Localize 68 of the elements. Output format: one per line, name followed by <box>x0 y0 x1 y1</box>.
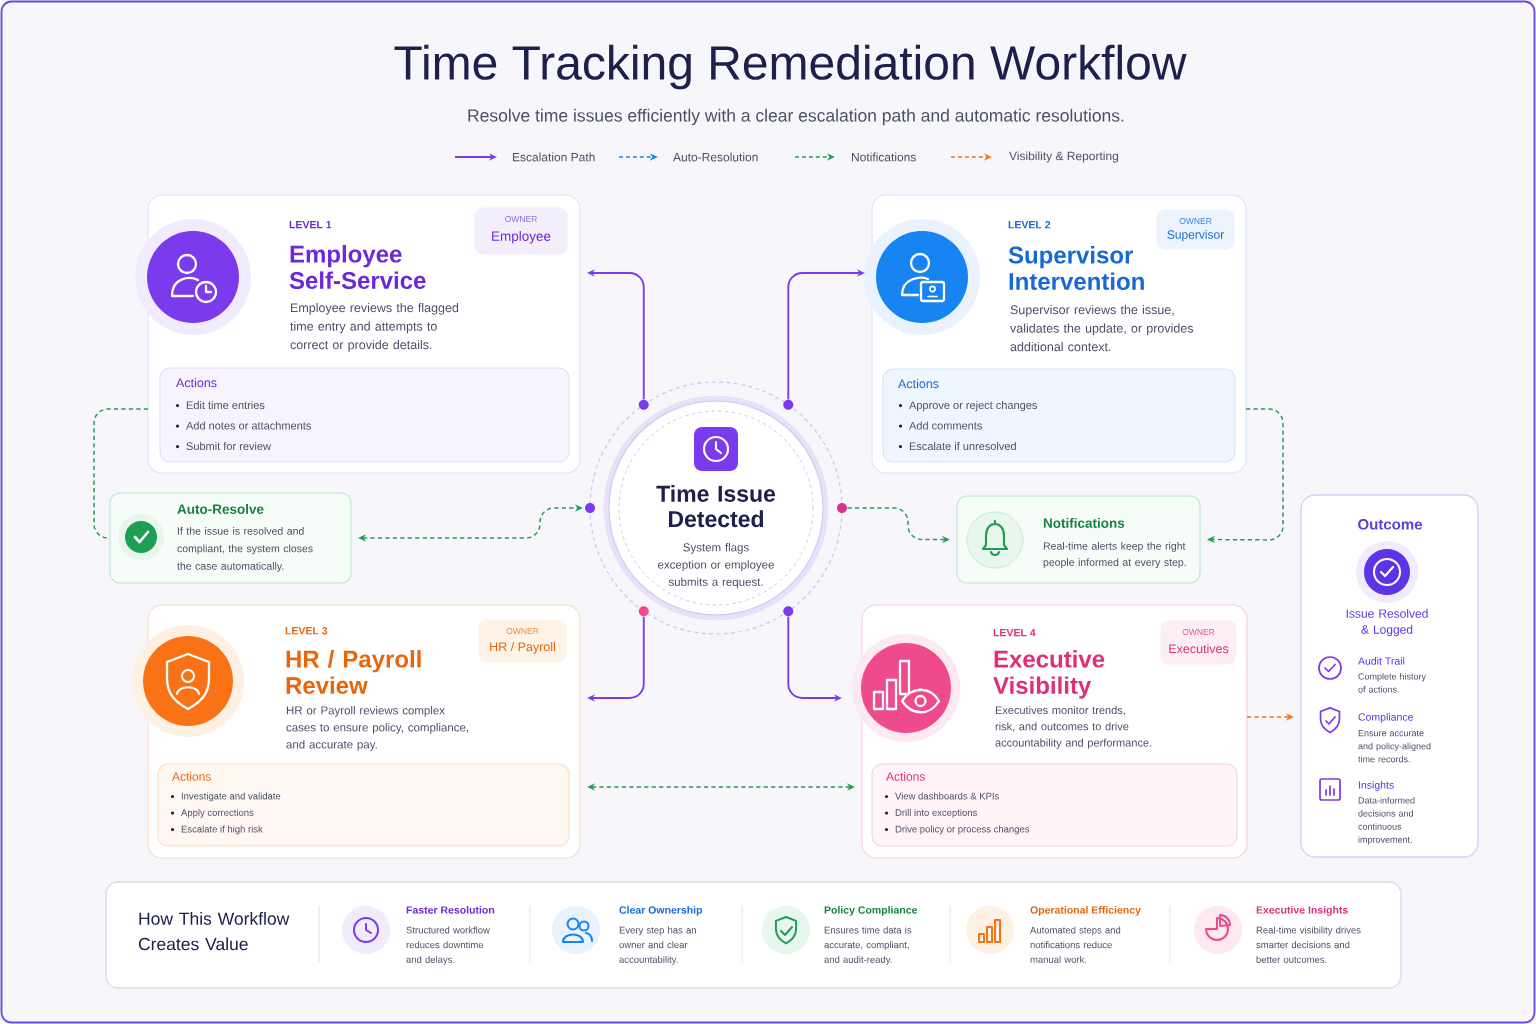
card-description: Supervisor reviews the issue, validates the update, or provides additional context. <box>1010 305 1194 352</box>
info-title: Notifications <box>1043 518 1125 528</box>
owner-badge: OWNER Supervisor <box>1156 209 1235 250</box>
action-item: Drill into exceptions <box>895 809 977 818</box>
level-label: LEVEL 2 <box>1008 221 1051 229</box>
owner-badge: OWNER Executives <box>1160 620 1237 665</box>
card-title: HR / Payroll Review <box>286 650 421 694</box>
arrow <box>787 269 865 401</box>
legend-label: Notifications <box>852 152 916 162</box>
legend-label: Visibility & Reporting <box>1009 151 1119 163</box>
action-item: Edit time entries <box>186 401 265 410</box>
card-description: Executives monitor trends, risk, and outcomes to drive accountability and performance. <box>995 706 1152 749</box>
action-item: Investigate and validate <box>181 792 281 802</box>
subtitle: Resolve time issues efficiently with a clear escalation path and automatic resolutions. <box>468 108 1124 126</box>
info-text: If the issue is resolved and compliant, the system closes the case automatically. <box>177 527 313 572</box>
info-title: Auto-Resolve <box>177 504 264 514</box>
item-title: Executive Insights <box>1256 906 1348 916</box>
level-label: LEVEL 4 <box>993 629 1036 637</box>
card-title: Executive Visibility <box>993 650 1105 699</box>
info-text: Real-time alerts keep the right people informed at every step. <box>1043 542 1186 569</box>
card-description: HR or Payroll reviews complex cases to ensure policy, compliance, and accurate pay. <box>286 706 469 751</box>
item-text: Automated steps and notifications reduce manual work. <box>1030 926 1121 963</box>
item-title: Compliance <box>1358 713 1413 723</box>
owner-badge: OWNER Employee <box>474 207 568 255</box>
item-text: Real-time visibility drives smarter decisions and better outcomes. <box>1256 926 1361 963</box>
banner-heading: How This Workflow Creates Value <box>138 912 290 951</box>
center-title: Time Issue Detected <box>656 485 776 528</box>
item-title: Faster Resolution <box>406 906 495 914</box>
panel-heading: Actions <box>172 772 211 781</box>
item-text: Complete history of actions. <box>1358 673 1426 693</box>
item-title: Operational Efficiency <box>1030 906 1141 916</box>
level-label: LEVEL 3 <box>285 627 328 635</box>
item-text: Data-informed decisions and continuous improvement. <box>1358 797 1415 845</box>
level-label: LEVEL 1 <box>289 221 332 229</box>
action-item: View dashboards & KPIs <box>895 792 999 800</box>
card-title: Supervisor Intervention <box>1008 246 1144 290</box>
panel-heading: Actions <box>176 378 217 388</box>
item-title: Policy Compliance <box>824 906 918 916</box>
action-item: Approve or reject changes <box>909 401 1037 412</box>
card-description: Employee reviews the flagged time entry and attempts to correct or provide details. <box>290 303 459 352</box>
double-arrow <box>358 504 583 542</box>
item-text: Every step has an owner and clear accountability. <box>619 926 696 965</box>
page-title: Time Tracking Remediation Workflow <box>394 44 1187 90</box>
panel-heading: Actions <box>886 772 925 781</box>
arrow <box>587 615 645 702</box>
item-title: Clear Ownership <box>619 906 703 916</box>
item-text: Structured workflow reduces downtime and delays. <box>406 926 490 965</box>
action-item: Drive policy or process changes <box>895 825 1030 835</box>
action-item: Escalate if unresolved <box>909 442 1016 451</box>
action-item: Add notes or attachments <box>186 421 311 430</box>
panel-heading: Actions <box>898 379 939 389</box>
action-item: Add comments <box>909 421 982 430</box>
double-arrow <box>587 783 855 791</box>
card-title: Employee Self-Service <box>289 245 426 289</box>
arrow <box>1207 408 1284 544</box>
legend-label: Auto-Resolution <box>673 152 758 162</box>
legend-label: Escalation Path <box>513 152 595 162</box>
item-title: Insights <box>1358 781 1394 791</box>
action-item: Submit for review <box>186 442 271 451</box>
item-text: Ensure accurate and policy-aligned time records. <box>1358 730 1431 763</box>
item-text: Ensures time data is accurate, compliant, and audit-ready. <box>824 926 912 965</box>
center-text: System flags exception or employee submits a request. <box>658 543 774 589</box>
panel-title: Outcome <box>1358 519 1422 530</box>
item-title: Audit Trail <box>1358 657 1405 665</box>
owner-badge: OWNER HR / Payroll <box>478 619 567 663</box>
action-item: Escalate if high risk <box>181 825 263 835</box>
outcome-label: Issue Resolved & Logged <box>1346 609 1428 637</box>
action-item: Apply corrections <box>181 809 254 818</box>
